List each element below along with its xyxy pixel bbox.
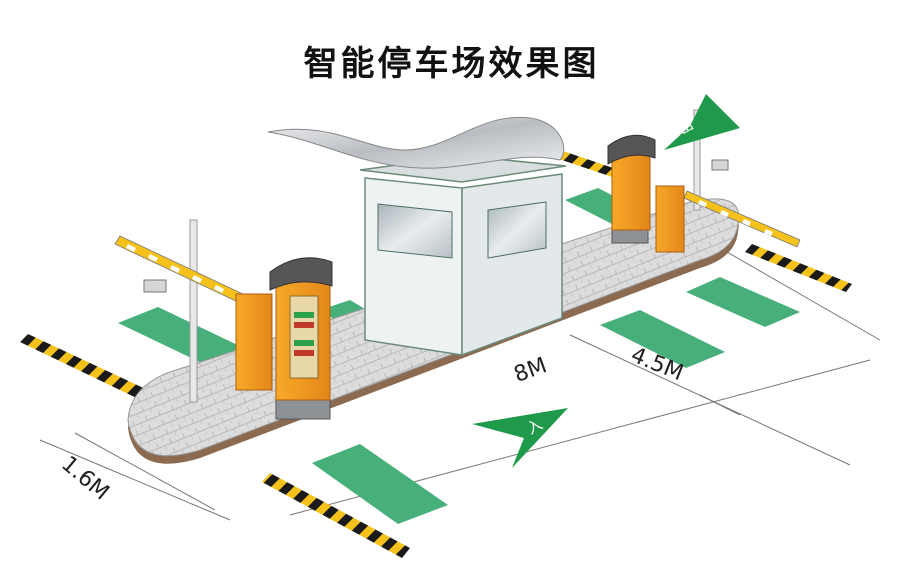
hazard-strip — [262, 473, 410, 558]
left-ticket-machine — [269, 257, 333, 420]
hazard-strip — [556, 150, 625, 180]
lane-marking — [118, 307, 248, 366]
guard-booth — [267, 116, 567, 357]
hazard-strips — [20, 150, 852, 558]
right-pole — [693, 109, 701, 211]
entry-arrow-icon: 入 — [472, 408, 568, 468]
exit-arrow-icon: 出 — [664, 94, 740, 150]
exit-arrow-label: 出 — [676, 117, 696, 138]
lane-marking — [312, 444, 448, 524]
right-barrier-assembly — [607, 109, 801, 253]
hazard-strip — [20, 334, 152, 402]
left-barrier-gate — [235, 293, 273, 391]
entry-arrow-label: 入 — [524, 415, 546, 438]
barrier-arm-stripes — [126, 244, 224, 293]
barrier-arm-stripes — [698, 200, 773, 236]
camera-icon — [711, 159, 729, 171]
left-barrier-arm — [114, 235, 246, 304]
lane-marking — [600, 310, 725, 368]
hazard-strip — [745, 244, 852, 292]
camera-icon — [143, 279, 167, 293]
lane-marking — [686, 277, 800, 327]
right-barrier-gate — [655, 185, 685, 253]
left-pole — [189, 219, 198, 403]
left-barrier-assembly — [114, 219, 273, 403]
page-title: 智能停车场效果图 — [303, 44, 600, 84]
